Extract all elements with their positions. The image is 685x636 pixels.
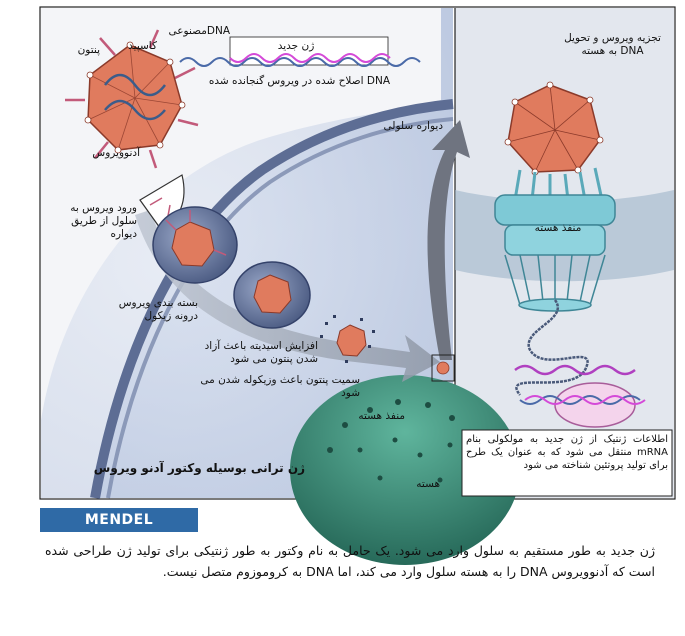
dna-helix-top-pink [229,53,391,63]
adenovirus-main [65,29,199,169]
nucleus-pores [327,399,455,483]
label-toxicity: سمیت پنتون باعث وزیکوله شدن می شود [200,374,360,399]
info-box [461,429,673,497]
up-arrow [427,120,470,360]
vesicle-2 [233,261,311,329]
cell-wall [90,99,454,499]
released-virus [320,315,375,363]
nuclear-pore-complex [494,167,616,312]
label-cell-wall: دیواره سلولی [383,120,444,132]
cell-wall-inner [106,117,454,499]
label-nuclear-pore-upper: منفذ هسته [534,222,582,234]
label-acidity: افزایش اسیدیته باعث آزاد شدن پنتون می شو… [204,340,318,365]
pathway-arrow [135,210,440,382]
label-adenovirus: آدنوویروس [92,147,140,159]
vesicle-1 [152,206,238,284]
label-nucleus: هسته [416,478,440,490]
dna-strand-nucleus [515,299,589,396]
label-nuclear-pore-lower: منفذ هسته [358,410,405,422]
label-synthetic-dna: DNAمصنوعی [168,25,230,37]
label-vesicle: بسته بندی ویروس درونه زیکول [118,297,198,322]
dna-helix-top [179,57,421,67]
label-new-gene: ژن جدید [277,40,315,52]
caption-text: ژن جدید به طور مستقیم به سلول وارد می شو… [45,543,655,579]
label-entry: ورود ویروس به سلول از طریق دیواره [70,202,137,240]
label-decomposition: تجزیه ویروس و تحویل DNA به هسته [564,32,661,57]
label-modified-dna: DNA اصلاح شده در ویروس گنجانده شده [208,75,390,87]
zoom-virus [436,361,450,375]
mrna-transcription [514,364,646,428]
diagram-title: ژن ترانی بوسیله وکتور آدنو ویروس [93,461,305,475]
brand-label: MENDEL LABORATORY [40,508,198,552]
nucleus [290,375,520,565]
label-penton: پنتون [77,44,100,56]
label-capsid: کاسپید [128,40,157,52]
entry-virus-spikes [149,197,171,217]
zoom-box [431,354,455,382]
label-info: اطلاعات ژنتیک از ژن جدید به مولکولی بنام… [466,434,668,471]
